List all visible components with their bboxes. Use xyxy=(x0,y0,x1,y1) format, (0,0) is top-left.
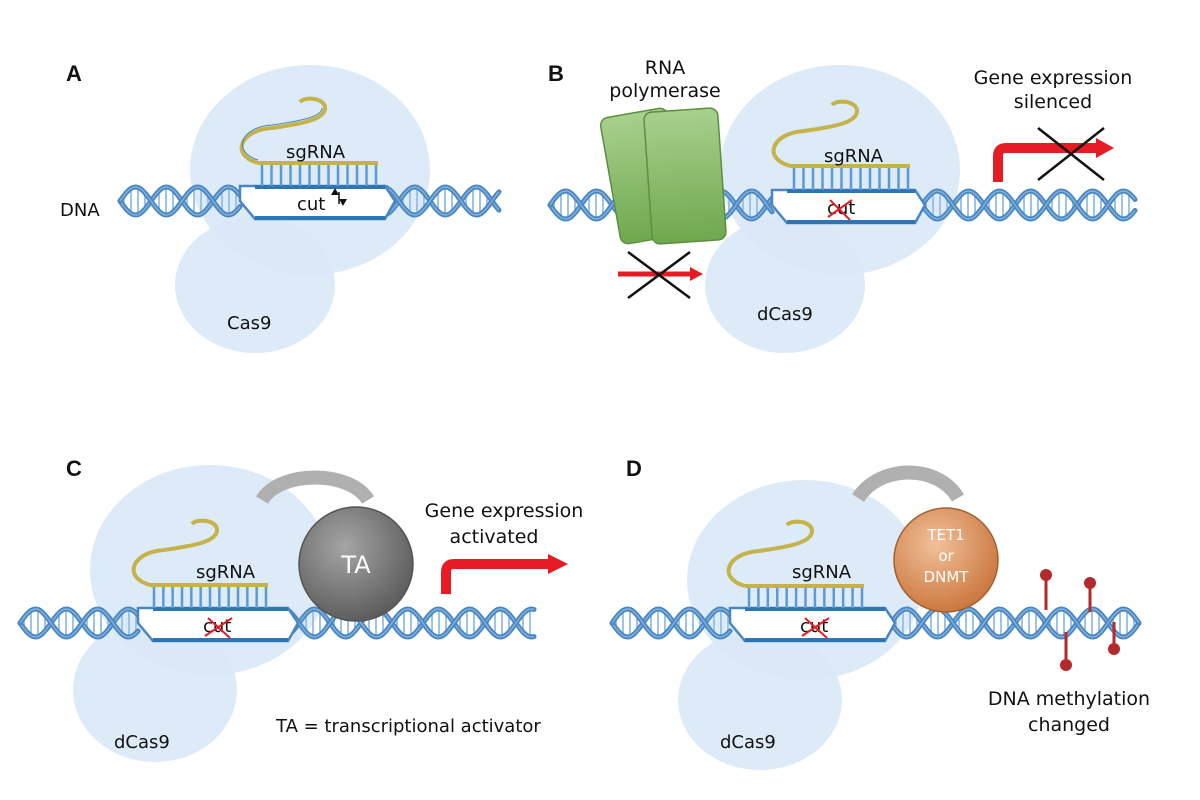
dcas9-label-d: dCas9 xyxy=(720,732,776,753)
cas9-label: Cas9 xyxy=(227,313,271,334)
dcas9-label-c: dCas9 xyxy=(114,732,170,753)
ta-legend-note: TA = transcriptional activator xyxy=(275,716,541,737)
sgrna-label-c: sgRNA xyxy=(196,562,256,583)
modifier-label-line2: or xyxy=(938,547,954,565)
dna-label: DNA xyxy=(60,200,100,221)
silenced-label-line1: Gene expression xyxy=(974,67,1133,89)
linker-c xyxy=(256,470,374,505)
methylation-label-line1: DNA methylation xyxy=(988,688,1150,710)
activated-gene-arrow xyxy=(441,554,568,594)
sgrna-label-a: sgRNA xyxy=(286,142,346,163)
panel-a: A sgRNA cut DNA Cas9 xyxy=(60,61,502,353)
silenced-label-line2: silenced xyxy=(1014,91,1092,113)
polymerase-label-line1: RNA xyxy=(645,57,685,79)
sgrna-label-b: sgRNA xyxy=(824,146,884,167)
panel-c: C sgRNA cut TA xyxy=(17,456,584,762)
sgrna-c xyxy=(131,518,268,608)
cut-blocked-mark-d xyxy=(801,617,830,639)
methylation-modifier: TET1 or DNMT xyxy=(893,507,999,613)
panel-letter-c: C xyxy=(66,456,82,481)
sgrna-b xyxy=(771,99,910,190)
panel-letter-b: B xyxy=(548,61,564,86)
dna-bubble-a xyxy=(238,184,397,221)
activated-label-line1: Gene expression xyxy=(425,500,584,522)
dna-bubble-c xyxy=(136,606,300,643)
cut-blocked-mark-c xyxy=(204,617,233,639)
sgrna-d xyxy=(726,519,864,608)
transcriptional-activator: TA xyxy=(298,506,414,622)
dna-bubble-b xyxy=(770,188,927,225)
activated-label-line2: activated xyxy=(450,526,539,548)
cut-site-arrows xyxy=(331,188,347,206)
dna-helix-a xyxy=(117,184,502,218)
panel-letter-d: D xyxy=(626,456,642,481)
methylation-marks xyxy=(1040,569,1120,671)
panel-d: D sgRNA cut TET1 or DNMT xyxy=(609,456,1150,770)
cut-blocked-mark-b xyxy=(827,199,853,221)
sgrna-label-d: sgRNA xyxy=(792,562,852,583)
cut-label-a: cut xyxy=(297,194,325,215)
polymerase-label-line2: polymerase xyxy=(609,80,720,102)
panel-letter-a: A xyxy=(66,61,82,86)
modifier-label-line1: TET1 xyxy=(926,526,964,544)
silenced-gene-arrow xyxy=(993,127,1114,182)
linker-d xyxy=(852,465,965,503)
methylation-label-line2: changed xyxy=(1028,714,1110,736)
dcas9-label-b: dCas9 xyxy=(757,304,813,325)
ta-label: TA xyxy=(340,551,371,579)
sgrna-a xyxy=(239,96,378,186)
panel-b: B RNA polymerase sgRNA cut dCas9 xyxy=(547,57,1138,353)
dna-helix-d xyxy=(609,606,1142,640)
rna-polymerase xyxy=(599,107,727,245)
blocked-transcription-arrow xyxy=(618,250,703,300)
modifier-label-line3: DNMT xyxy=(924,568,970,586)
